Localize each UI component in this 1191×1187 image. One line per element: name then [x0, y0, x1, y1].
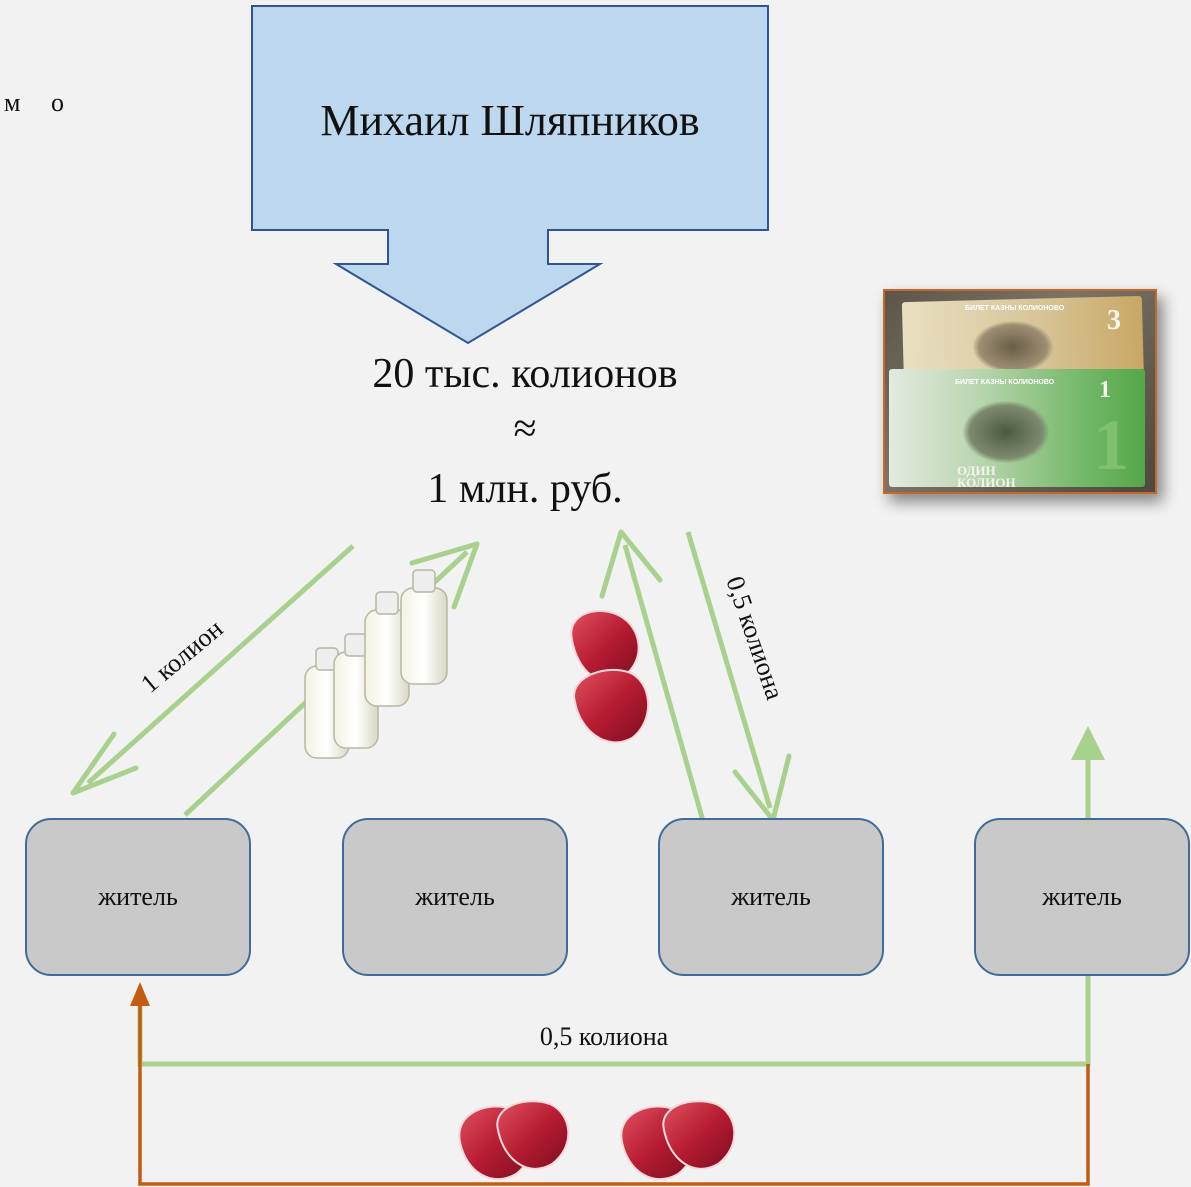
resident-label: житель — [415, 882, 495, 911]
tree-icon — [963, 401, 1049, 463]
sponsor-name: Михаил Шляпников — [320, 96, 700, 145]
banknote-front-denomination: 1 — [1099, 377, 1111, 403]
banknote-word-line2: КОЛИОН — [957, 475, 1016, 490]
arrow-colion-to-resident-1-head — [70, 731, 139, 796]
banknote-word: ОДИН КОЛИОН — [957, 463, 1016, 490]
arrow-colion-to-resident-3-head — [732, 753, 792, 823]
flow-label-left: 1 колион — [135, 614, 228, 699]
arrow-meat-resident-4-to-1-head — [130, 982, 150, 1006]
resident-label: житель — [1042, 882, 1122, 911]
exchange-rubles: 1 млн. руб. — [427, 466, 623, 512]
banknotes-photo: БИЛЕТ КАЗНЫ КОЛИОНОВО 3 БИЛЕТ КАЗНЫ КОЛИ… — [883, 289, 1157, 494]
sponsor-arrow-shape — [251, 5, 769, 345]
arrow-colion-to-resident-1 — [86, 544, 355, 785]
flow-label-bottom: 0,5 колиона — [540, 1022, 669, 1051]
meat-icon — [458, 1100, 570, 1180]
meat-icon — [570, 610, 649, 744]
resident-box-1: житель — [25, 818, 251, 976]
corner-text: м о — [4, 88, 76, 117]
resident-label: житель — [98, 882, 178, 911]
arrow-colion-resident-1-to-4-head — [1071, 726, 1105, 760]
tree-icon — [973, 321, 1053, 373]
arrow-meat-resident-4-to-1 — [138, 1005, 1090, 1186]
banknote-word-line1: ОДИН — [957, 463, 996, 478]
milk-bottles-icon — [304, 569, 448, 759]
resident-label: житель — [731, 882, 811, 911]
resident-box-2: житель — [342, 818, 568, 976]
banknote-back-denomination: 3 — [1107, 305, 1121, 336]
exchange-colions: 20 тыс. колионов — [372, 351, 678, 397]
arrow-colion-to-resident-3 — [685, 531, 773, 809]
banknote-front-title: БИЛЕТ КАЗНЫ КОЛИОНОВО — [955, 379, 1055, 386]
resident-box-3: житель — [658, 818, 884, 976]
resident-box-4: житель — [974, 818, 1190, 976]
banknote-big-numeral: 1 — [1093, 405, 1129, 485]
arrow-milk-to-center-head — [409, 541, 480, 610]
meat-icon — [620, 1100, 736, 1180]
arrow-colion-resident-1-to-4 — [137, 738, 1091, 1067]
exchange-approx-sign: ≈ — [513, 406, 537, 452]
arrow-meat-to-center-head — [599, 529, 663, 599]
arrow-meat-to-center — [622, 544, 708, 829]
banknote-back-title: БИЛЕТ КАЗНЫ КОЛИОНОВО — [965, 305, 1065, 312]
